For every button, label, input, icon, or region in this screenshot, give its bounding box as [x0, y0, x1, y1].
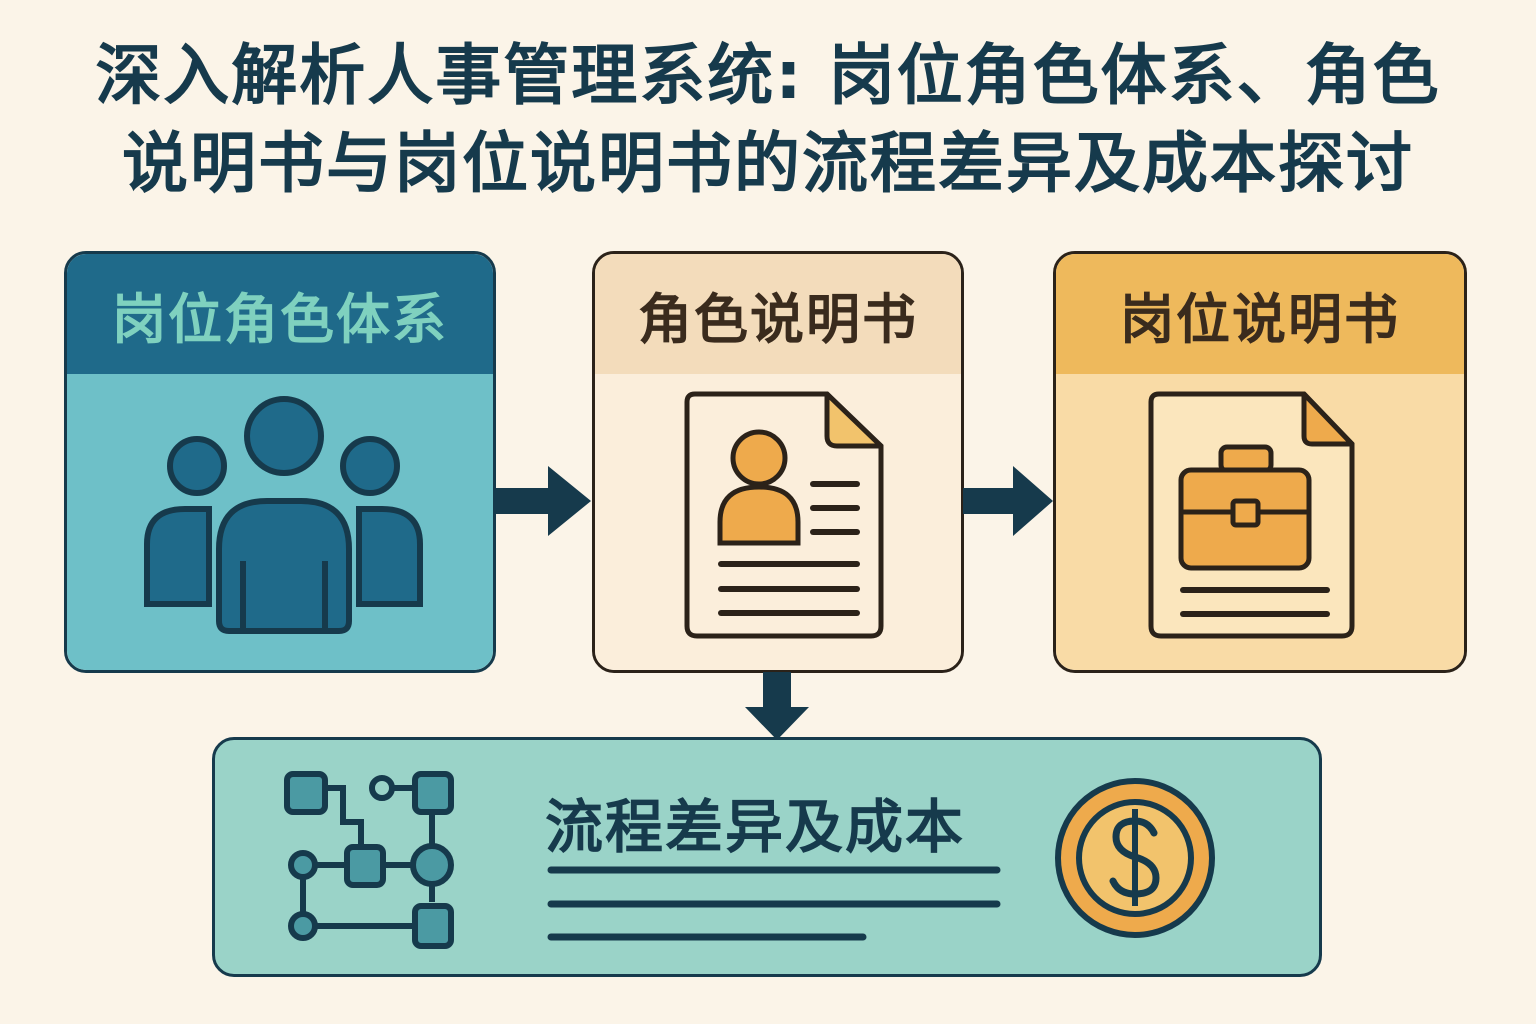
briefcase-document-icon [1148, 391, 1355, 639]
node-title: 岗位角色体系 [67, 254, 493, 374]
flowchart-icon [284, 771, 454, 949]
user-profile-document-icon [684, 391, 884, 639]
node-title: 流程差异及成本 [545, 793, 966, 861]
page-title: 深入解析人事管理系统: 岗位角色体系、角色 说明书与岗位说明书的流程差异及成本探… [0, 32, 1536, 208]
arrow-right-icon [963, 466, 1053, 536]
node-process-difference-cost: 流程差异及成本 [212, 737, 1322, 977]
people-group-icon [144, 396, 423, 634]
arrow-down-icon [745, 672, 809, 740]
arrow-right-icon [496, 466, 591, 536]
text-lines-icon [547, 866, 1001, 941]
node-title: 角色说明书 [595, 254, 961, 374]
node-title: 岗位说明书 [1056, 254, 1464, 374]
node-position-role-system: 岗位角色体系 [64, 251, 496, 673]
dollar-coin-icon [1055, 778, 1215, 938]
title-line-1: 深入解析人事管理系统: 岗位角色体系、角色 [95, 37, 1441, 114]
node-position-description: 岗位说明书 [1053, 251, 1467, 673]
node-role-description: 角色说明书 [592, 251, 964, 673]
title-line-2: 说明书与岗位说明书的流程差异及成本探讨 [122, 125, 1414, 202]
